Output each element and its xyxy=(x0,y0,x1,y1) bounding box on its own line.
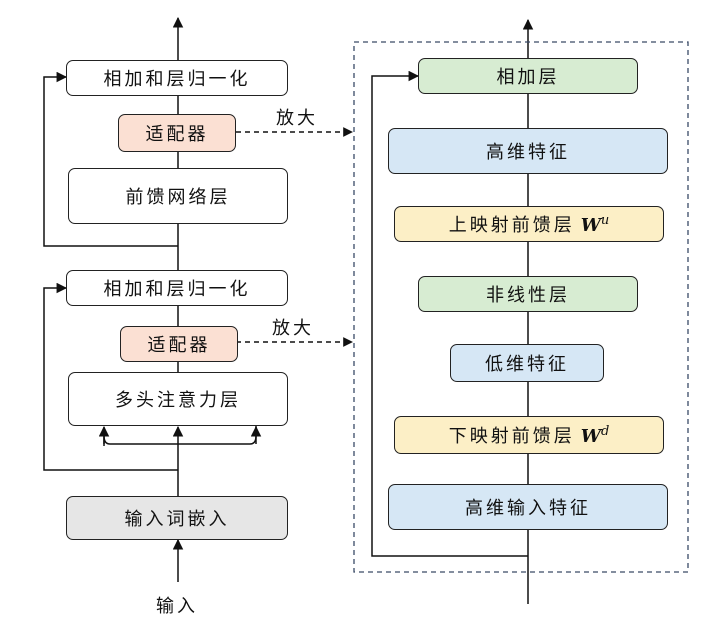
zoom-frame xyxy=(353,41,689,573)
add-norm-top: 相加和层归一化 xyxy=(66,60,288,96)
zoom-label-top: 放大 xyxy=(276,108,318,129)
up-projection-label: 上映射前馈层 xyxy=(448,215,575,236)
high-dim-input-feature: 高维输入特征 xyxy=(388,484,668,530)
up-projection-symbol: Wu xyxy=(580,212,610,236)
input-embedding: 输入词嵌入 xyxy=(66,496,288,540)
down-projection-label: 下映射前馈层 xyxy=(448,426,575,447)
nonlinear-layer: 非线性层 xyxy=(418,276,638,312)
down-projection-symbol: Wd xyxy=(580,423,610,447)
add-layer: 相加层 xyxy=(418,58,638,94)
adapter-bottom: 适配器 xyxy=(120,326,238,362)
low-dim-feature: 低维特征 xyxy=(450,344,604,382)
multi-head-attention: 多头注意力层 xyxy=(68,372,288,426)
feedforward-layer: 前馈网络层 xyxy=(68,168,288,224)
zoom-label-bottom: 放大 xyxy=(272,318,314,339)
adapter-top: 适配器 xyxy=(118,114,236,152)
input-label: 输入 xyxy=(156,596,198,617)
high-dim-feature: 高维特征 xyxy=(388,128,668,174)
add-norm-bottom: 相加和层归一化 xyxy=(66,270,288,306)
